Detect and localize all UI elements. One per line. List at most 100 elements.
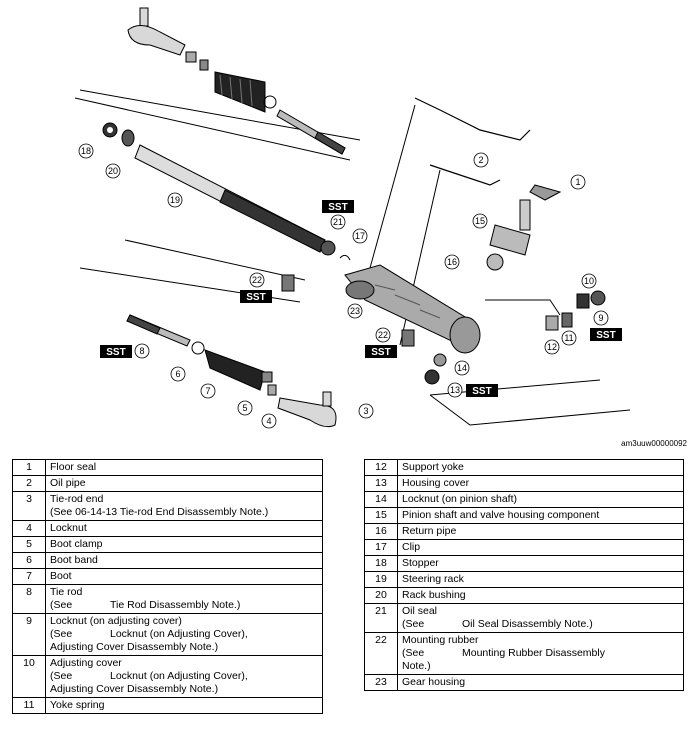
sst-label-housing-cover: SST [466, 384, 498, 397]
svg-text:6: 6 [175, 369, 180, 379]
part-number: 8 [12, 584, 46, 614]
parts-row: 16 Return pipe [364, 523, 684, 540]
svg-text:7: 7 [205, 386, 210, 396]
description-line: Note.) [402, 660, 431, 672]
callout-12: 12 [544, 339, 560, 355]
part-description: Oil pipe [45, 475, 323, 492]
description-line: Floor seal [50, 461, 97, 473]
part-description: Return pipe [397, 523, 684, 540]
part-description: Yoke spring [45, 697, 323, 714]
description-line: Oil seal [402, 605, 438, 617]
svg-text:8: 8 [139, 346, 144, 356]
svg-text:13: 13 [450, 385, 460, 395]
boot-lower [204, 349, 266, 391]
callout-17: 17 [352, 228, 368, 244]
callout-15: 15 [472, 213, 488, 229]
part-number: 18 [364, 555, 398, 572]
locknut-pinion [433, 353, 447, 367]
part-number: 4 [12, 520, 46, 537]
part-number: 9 [12, 613, 46, 656]
part-number: 7 [12, 568, 46, 585]
svg-text:16: 16 [447, 257, 457, 267]
description-line: Locknut (on adjusting cover) [50, 615, 182, 627]
steering-rack [134, 144, 326, 253]
svg-text:2: 2 [478, 155, 483, 165]
svg-text:19: 19 [170, 195, 180, 205]
tie-rod-upper [276, 109, 346, 155]
adjusting-cover [576, 293, 590, 309]
description-line: Adjusting Cover Disassembly Note.) [50, 683, 219, 695]
callout-10: 10 [581, 273, 597, 289]
tie-rod-lower [126, 314, 191, 347]
callout-7: 7 [200, 383, 216, 399]
description-line: Tie-rod end [50, 493, 104, 505]
svg-text:22: 22 [252, 275, 262, 285]
part-number: 19 [364, 571, 398, 588]
part-number: 16 [364, 523, 398, 540]
svg-text:SST: SST [472, 386, 491, 397]
description-line: Oil pipe [50, 477, 86, 489]
svg-text:23: 23 [350, 306, 360, 316]
description-line: Steering rack [402, 573, 464, 585]
description-line: Return pipe [402, 525, 457, 537]
part-number: 5 [12, 536, 46, 553]
description-line: Housing cover [402, 477, 470, 489]
callout-5: 5 [237, 400, 253, 416]
parts-row: 17 Clip [364, 539, 684, 556]
callout-1: 1 [570, 174, 586, 190]
svg-text:20: 20 [108, 166, 118, 176]
svg-text:SST: SST [371, 347, 390, 358]
part-number: 21 [364, 603, 398, 633]
sst-label-mount-lower: SST [365, 345, 397, 358]
description-line: Gear housing [402, 676, 466, 688]
svg-text:SST: SST [328, 202, 347, 213]
callout-21: 21 [330, 214, 346, 230]
description-line: Adjusting cover [50, 657, 122, 669]
pinion-valve-housing [486, 224, 531, 271]
parts-row: 19 Steering rack [364, 571, 684, 588]
mounting-rubber-upper [281, 274, 295, 292]
callout-6: 6 [170, 366, 186, 382]
part-number: 12 [364, 459, 398, 476]
housing-cover [424, 369, 440, 385]
svg-text:SST: SST [106, 347, 125, 358]
part-number: 2 [12, 475, 46, 492]
svg-text:SST: SST [596, 330, 615, 341]
part-number: 15 [364, 507, 398, 524]
description-line: Tie rod [50, 586, 83, 598]
description-line: Adjusting Cover Disassembly Note.) [50, 641, 219, 653]
tie-rod-end-upper [127, 7, 209, 71]
callout-13: 13 [447, 382, 463, 398]
description-line: Yoke spring [50, 699, 105, 711]
callout-19: 19 [167, 192, 183, 208]
part-number: 17 [364, 539, 398, 556]
callout-14: 14 [454, 360, 470, 376]
figure-code: am3uuw00000092 [621, 439, 687, 448]
sst-label-rack: SST [322, 200, 354, 213]
callout-16: 16 [444, 254, 460, 270]
part-number: 10 [12, 655, 46, 698]
svg-text:SST: SST [246, 292, 265, 303]
part-number: 22 [364, 632, 398, 675]
description-line: Clip [402, 541, 421, 553]
oil-seal [320, 240, 336, 256]
callout-9: 9 [593, 310, 609, 326]
floor-seal [519, 184, 562, 231]
